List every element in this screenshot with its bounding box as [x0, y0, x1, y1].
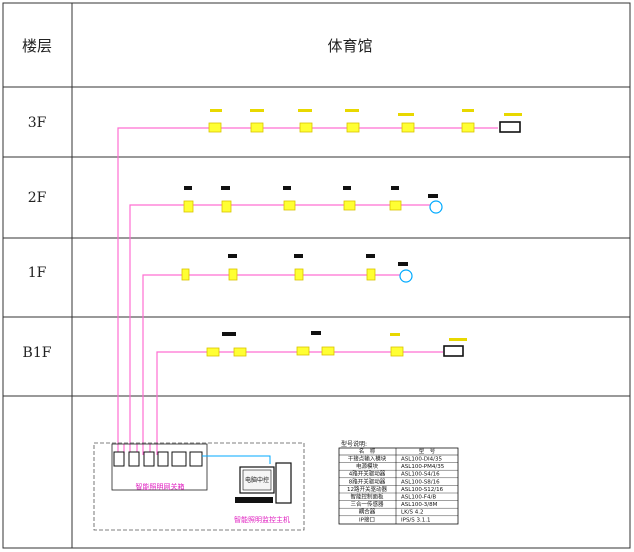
driver-module [321, 346, 335, 356]
legend-row-model: ASL100-S8/16 [401, 479, 440, 485]
monitoring-host: 电脑中控 智能照明监控主机 [202, 455, 292, 524]
legend-row-model: ASL100-3/8M [401, 502, 438, 508]
device-tag [222, 332, 236, 336]
legend-row-model: ASL100-PM4/35 [401, 464, 445, 470]
legend-row-model: ASL100-F4/B [401, 495, 436, 501]
device-tag [294, 254, 303, 258]
driver-module [299, 122, 313, 133]
bus-lines [117, 127, 498, 455]
device-tag [391, 186, 399, 190]
legend-row-name: 干接点输入模块 [348, 455, 387, 463]
driver-module [208, 122, 222, 133]
driver-module [366, 268, 376, 281]
driver-module [181, 268, 190, 281]
device-tag [283, 186, 291, 190]
legend-row-model: IPS/S 3.1.1 [401, 517, 431, 523]
driver-module [401, 122, 415, 133]
device-tag [221, 186, 230, 190]
legend-row-model: ASL100-S12/16 [401, 487, 444, 493]
legend-row-name: 三合一传感器 [350, 500, 384, 508]
driver-module [346, 122, 360, 133]
floor-label-1f: 1F [28, 265, 47, 281]
legend-head-name: 名 称 [359, 447, 376, 455]
device-tag [398, 262, 408, 266]
floor-label-2f: 2F [28, 190, 47, 206]
device-tag [366, 254, 375, 258]
sensor-icon [429, 200, 443, 214]
gateway-panel-label: 智能照明网关箱 [136, 482, 185, 491]
driver-module [461, 122, 475, 133]
devices-3f [208, 109, 522, 133]
device-tag [504, 113, 522, 116]
device-tag [311, 331, 321, 335]
driver-module [294, 268, 304, 281]
device-tag [390, 333, 400, 336]
driver-module [233, 347, 247, 357]
device-tag [462, 109, 474, 112]
sensor-icon [399, 269, 413, 283]
devices-2f [183, 186, 443, 214]
host-label: 智能照明监控主机 [234, 515, 290, 524]
legend-row-name: 耦合器 [359, 508, 376, 516]
devices-1f [181, 254, 413, 283]
legend: 型号说明: 名 称 型 号 干接点输入模块 ASL100-DI4/35 电源模块 AS… [338, 440, 459, 525]
floor-label-b1f: B1F [23, 345, 52, 361]
device-tag [184, 186, 192, 190]
device-tag [343, 186, 351, 190]
driver-module [183, 200, 194, 213]
driver-module [228, 268, 238, 281]
legend-row-model: ASL100-DI4/35 [401, 457, 443, 463]
device-tag [345, 109, 359, 112]
driver-module [206, 347, 220, 357]
legend-row-model: LK/S 4.2 [401, 510, 424, 516]
device-tag [250, 109, 264, 112]
legend-row-model: ASL100-S4/16 [401, 472, 440, 478]
device-tag [449, 338, 467, 341]
legend-row-name: IP接口 [359, 515, 375, 523]
floor-column-header: 楼层 [22, 37, 52, 55]
driver-module [296, 346, 310, 356]
driver-module [250, 122, 264, 133]
device-tag [428, 194, 438, 198]
building-header: 体育馆 [327, 37, 372, 55]
gateway-panel: 智能照明网关箱 [93, 442, 305, 531]
legend-row-name: 4路开关驱动器 [349, 470, 386, 478]
device-tag [228, 254, 237, 258]
driver-module [283, 200, 296, 211]
device-tag [398, 113, 414, 116]
legend-rows: 干接点输入模块 ASL100-DI4/35 电源模块 ASL100-PM4/35 4路开… [339, 455, 458, 523]
legend-row-name: 电源模块 [356, 462, 379, 470]
ip-interface-box [443, 345, 464, 357]
floor-label-3f: 3F [28, 115, 47, 131]
legend-row-name: 智能控制面板 [350, 493, 384, 501]
legend-title: 型号说明: [341, 440, 367, 448]
devices-b1f [206, 331, 467, 357]
host-screen-label: 电脑中控 [245, 476, 269, 484]
device-tag [210, 109, 222, 112]
driver-module [390, 346, 404, 357]
device-tag [298, 109, 312, 112]
legend-row-name: 12路开关驱动器 [347, 485, 387, 493]
driver-module [389, 200, 402, 211]
legend-head-model: 型 号 [419, 447, 436, 455]
legend-row-name: 8路开关驱动器 [349, 477, 386, 485]
ip-interface-box [499, 121, 521, 133]
driver-module [221, 200, 232, 213]
driver-module [343, 200, 356, 211]
